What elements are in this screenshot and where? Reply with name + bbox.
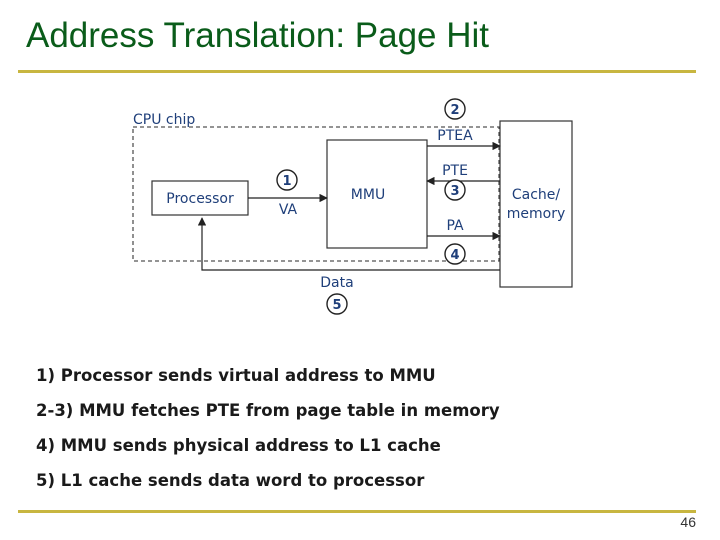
step-2-3-text: 2-3) MMU fetches PTE from page table in …: [36, 401, 500, 420]
cache-memory-box: [499, 120, 573, 288]
mmu-box: [326, 139, 428, 249]
cpu-chip-boundary: [132, 126, 500, 262]
title-rule: [18, 70, 696, 73]
step-marker-5-label: 5: [332, 298, 341, 313]
step-marker-2: [444, 98, 466, 120]
step-1-text: 1) Processor sends virtual address to MM…: [36, 366, 436, 385]
va-label: VA: [279, 202, 298, 218]
slide-title: Address Translation: Page Hit: [26, 16, 490, 55]
pte-label: PTE: [442, 163, 468, 179]
data-label: Data: [320, 275, 353, 291]
pa-label: PA: [446, 218, 464, 234]
page-number: 46: [680, 514, 696, 530]
step-5-text: 5) L1 cache sends data word to processor: [36, 471, 425, 490]
data-arrow: [197, 217, 500, 271]
step-marker-4-label: 4: [450, 248, 459, 263]
mmu-label: MMU: [351, 187, 385, 203]
cache-label-line2: memory: [507, 206, 566, 222]
footer-rule: [18, 510, 696, 513]
step-marker-5: [326, 293, 348, 315]
step-marker-2-label: 2: [450, 103, 459, 118]
cpu-chip-label: CPU chip: [133, 112, 195, 128]
step-marker-3: [444, 179, 466, 201]
step-marker-1: [276, 169, 298, 191]
cache-label-line1: Cache/: [512, 187, 561, 203]
step-4-text: 4) MMU sends physical address to L1 cach…: [36, 436, 441, 455]
step-marker-3-label: 3: [450, 184, 459, 199]
step-marker-4: [444, 243, 466, 265]
ptea-label: PTEA: [437, 128, 473, 144]
processor-box: [151, 180, 249, 216]
processor-label: Processor: [166, 191, 234, 207]
step-marker-1-label: 1: [282, 174, 291, 189]
